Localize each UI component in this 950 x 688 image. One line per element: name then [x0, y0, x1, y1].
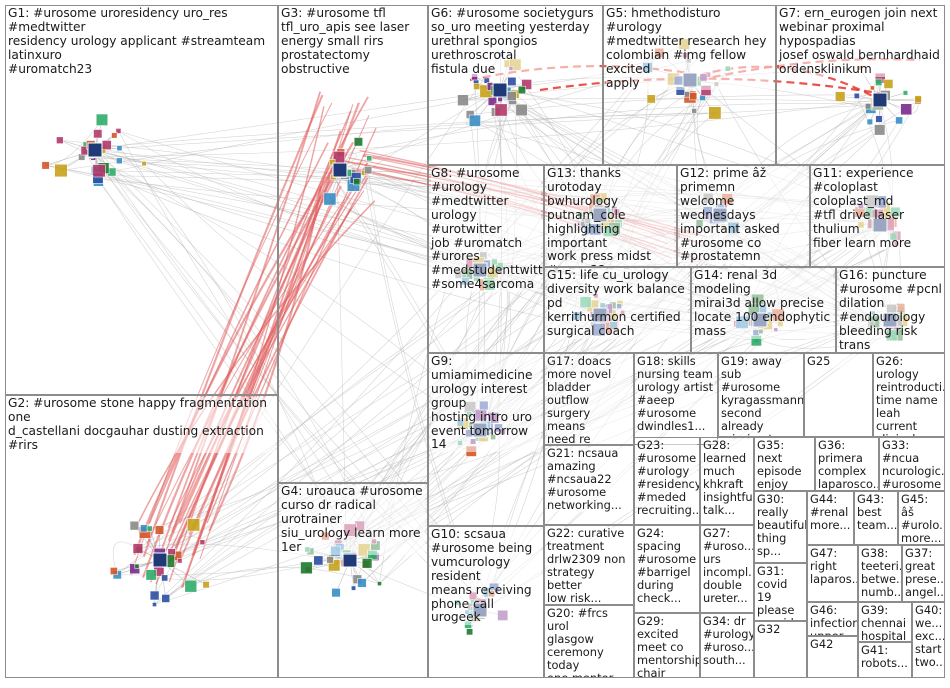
group-g2-label: G2: #urosome stone happy fragmentation o… [8, 397, 275, 453]
group-g18: G18: skills nursing team urology artist … [634, 353, 718, 445]
group-g25-label: G25 [807, 355, 870, 368]
group-g34-label: G34: dr #urology #uroso... south... [703, 615, 751, 667]
group-g33: G33: #ncua ncurologic... #urosome [879, 437, 945, 491]
group-g33-label: G33: #ncua ncurologic... #urosome [882, 439, 942, 491]
group-g19-label: G19: away sub #urosome kyragassmann seco… [721, 355, 801, 437]
group-g10: G10: scsaua #urosome being vumcurology r… [428, 526, 544, 678]
group-g12-label: G12: prime âž primemn welcome wednesdays… [680, 167, 807, 264]
group-g11-label: G11: experience #coloplast coloplast_md … [813, 167, 942, 250]
group-g13: G13: thanks urotoday bwhurology putnam_c… [544, 165, 677, 267]
group-g15-label: G15: life cu_urology diversity work bala… [547, 269, 688, 339]
group-g29: G29: excited meet co mentorship chair sw… [634, 613, 700, 678]
group-g15: G15: life cu_urology diversity work bala… [544, 267, 691, 353]
group-g44: G44: #renal more... [807, 491, 854, 545]
group-g42: G42 [807, 636, 858, 678]
group-g23: G23: #urosome #urology #residency #meded… [634, 437, 700, 525]
group-g38-label: G38: teeteri... betwe... numb... [861, 547, 899, 599]
group-g37-label: G37: great prese... angel... [905, 547, 942, 599]
group-g9: G9: umiamimedicine urology interest grou… [428, 353, 544, 526]
group-g42-label: G42 [810, 638, 855, 651]
group-g3: G3: #urosome tfl tfl_uro_apis see laser … [278, 5, 428, 483]
group-g18-label: G18: skills nursing team urology artist … [637, 355, 715, 433]
group-g16-label: G16: puncture #urosome #pcnl dilation #e… [839, 269, 942, 353]
group-g20: G20: #frcs urol glasgow ceremony today o… [544, 605, 634, 678]
group-g8-label: G8: #urosome #urology #medtwitter urolog… [431, 167, 541, 292]
group-g4: G4: uroauca #urosome curso dr radical ur… [278, 483, 428, 678]
group-g6-label: G6: #urosome societygurs so_uro meeting … [431, 7, 600, 77]
group-g43-label: G43: best team... [857, 493, 895, 532]
group-g43: G43: best team... [854, 491, 898, 545]
group-g47-label: G47: right laparos... [810, 547, 855, 586]
group-g14: G14: renal 3d modeling mirai3d allow pre… [691, 267, 836, 353]
group-g2: G2: #urosome stone happy fragmentation o… [5, 395, 278, 678]
group-g47: G47: right laparos... [807, 545, 858, 602]
group-g39-label: G39: chennai hospital [861, 604, 909, 642]
group-g17: G17: doacs more novel bladder outflow su… [544, 353, 634, 445]
group-g13-label: G13: thanks urotoday bwhurology putnam_c… [547, 167, 674, 267]
group-g44-label: G44: #renal more... [810, 493, 851, 532]
group-g22: G22: curative treatment drlw2309 non str… [544, 525, 634, 605]
group-g5-label: G5: hmethodisturo #urology #medtwitter r… [606, 7, 773, 90]
group-g40-label: G40: we... exc... start two... [915, 604, 942, 669]
group-g27-label: G27: #uroso... urs incompl... double ure… [703, 527, 751, 605]
group-g23-label: G23: #urosome #urology #residency #meded… [637, 439, 697, 517]
group-g38: G38: teeteri... betwe... numb... [858, 545, 902, 602]
group-g22-label: G22: curative treatment drlw2309 non str… [547, 527, 631, 605]
group-g4-label: G4: uroauca #urosome curso dr radical ur… [281, 485, 425, 555]
group-g29-label: G29: excited meet co mentorship chair sw… [637, 615, 697, 678]
group-g5: G5: hmethodisturo #urology #medtwitter r… [603, 5, 776, 165]
group-g6: G6: #urosome societygurs so_uro meeting … [428, 5, 603, 165]
group-g26-label: G26: urology reintroducti... time name l… [876, 355, 942, 437]
group-g40: G40: we... exc... start two... [912, 602, 945, 678]
group-g21-label: G21: ncsaua amazing #ncsaua22 #urosome n… [547, 447, 631, 512]
group-g1-label: G1: #urosome uroresidency uro_res #medtw… [8, 7, 275, 77]
group-g3-label: G3: #urosome tfl tfl_uro_apis see laser … [281, 7, 425, 77]
group-g34: G34: dr #urology #uroso... south... [700, 613, 754, 678]
group-g37: G37: great prese... angel... [902, 545, 945, 602]
group-g28: G28: learned much khkraft insightful tal… [700, 437, 754, 525]
group-g17-label: G17: doacs more novel bladder outflow su… [547, 355, 631, 445]
group-g31-label: G31: covid 19 please consider... [757, 565, 804, 621]
group-g10-label: G10: scsaua #urosome being vumcurology r… [431, 528, 541, 625]
group-g41-label: G41: robots... [861, 644, 909, 670]
group-g46-label: G46: infection upper... [810, 604, 855, 636]
group-g45: G45: âš #urolo... more... [898, 491, 945, 545]
group-g27: G27: #uroso... urs incompl... double ure… [700, 525, 754, 613]
group-g21: G21: ncsaua amazing #ncsaua22 #urosome n… [544, 445, 634, 525]
group-g7: G7: ern_eurogen join next webinar proxim… [776, 5, 945, 165]
group-g16: G16: puncture #urosome #pcnl dilation #e… [836, 267, 945, 353]
group-g8: G8: #urosome #urology #medtwitter urolog… [428, 165, 544, 353]
group-g46: G46: infection upper... [807, 602, 858, 636]
group-g25: G25 [804, 353, 873, 437]
group-g9-label: G9: umiamimedicine urology interest grou… [431, 355, 541, 452]
group-g32-label: G32 [757, 623, 804, 636]
group-g41: G41: robots... [858, 642, 912, 678]
group-g24-label: G24: spacing #urosome #barrigel during c… [637, 527, 697, 605]
group-g24: G24: spacing #urosome #barrigel during c… [634, 525, 700, 613]
group-g11: G11: experience #coloplast coloplast_md … [810, 165, 945, 267]
group-g36: G36: primera complex laparosco... [815, 437, 879, 491]
group-g45-label: G45: âš #urolo... more... [901, 493, 942, 545]
group-g36-label: G36: primera complex laparosco... [818, 439, 876, 491]
group-g32: G32 [754, 621, 807, 678]
group-g12: G12: prime âž primemn welcome wednesdays… [677, 165, 810, 267]
group-g19: G19: away sub #urosome kyragassmann seco… [718, 353, 804, 437]
group-g30-label: G30: really beautiful thing sp... [757, 493, 804, 558]
group-g14-label: G14: renal 3d modeling mirai3d allow pre… [694, 269, 833, 339]
group-g26: G26: urology reintroducti... time name l… [873, 353, 945, 437]
group-g39: G39: chennai hospital [858, 602, 912, 642]
group-g35: G35: next episode enjoy know think... [754, 437, 815, 491]
group-g1: G1: #urosome uroresidency uro_res #medtw… [5, 5, 278, 395]
group-g20-label: G20: #frcs urol glasgow ceremony today o… [547, 607, 631, 678]
group-g31: G31: covid 19 please consider... [754, 563, 807, 621]
group-g35-label: G35: next episode enjoy know think... [757, 439, 812, 491]
group-g7-label: G7: ern_eurogen join next webinar proxim… [779, 7, 942, 77]
group-g30: G30: really beautiful thing sp... [754, 491, 807, 563]
group-g28-label: G28: learned much khkraft insightful tal… [703, 439, 751, 517]
